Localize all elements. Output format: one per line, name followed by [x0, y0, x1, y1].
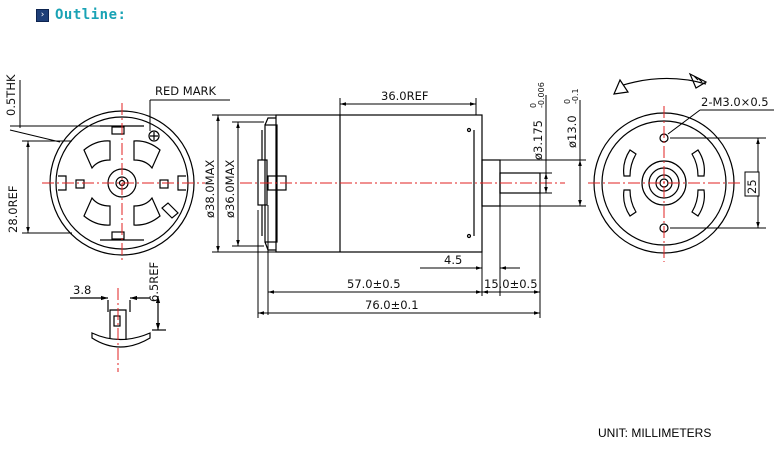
section-header: › Outline:: [36, 6, 126, 24]
red-mark-label: RED MARK: [155, 84, 217, 98]
dim38-label: ø38.0MAX: [203, 160, 217, 218]
ref65-label: 6.5REF: [147, 262, 161, 302]
dim45-label: 4.5: [444, 253, 462, 267]
boss-tol-label: 0-0.1: [563, 88, 580, 104]
shaft-tol-label: 0-0.006: [529, 82, 546, 108]
dim57-label: 57.0±0.5: [347, 277, 401, 291]
dim76-label: 76.0±0.1: [365, 298, 419, 312]
shaft-dia-label: ø3.175: [531, 120, 545, 160]
holes-label: 2-M3.0×0.5: [701, 95, 769, 109]
thk-label: 0.5THK: [4, 74, 18, 116]
unit-note: UNIT: MILLIMETERS: [598, 426, 712, 440]
expand-box-icon[interactable]: ›: [36, 8, 49, 22]
dim-3-8-label: 3.8: [73, 283, 91, 297]
ref36-label: 36.0REF: [381, 89, 428, 103]
dim25-label: 25: [745, 179, 759, 194]
dim15-label: 15.0±0.5: [484, 277, 538, 291]
dim36-label: ø36.0MAX: [223, 160, 237, 218]
ref28-label: 28.0REF: [6, 186, 20, 233]
rear-centerlines: [42, 103, 205, 262]
boss-dia-label: ø13.0: [565, 115, 579, 148]
section-title: Outline:: [55, 7, 127, 23]
